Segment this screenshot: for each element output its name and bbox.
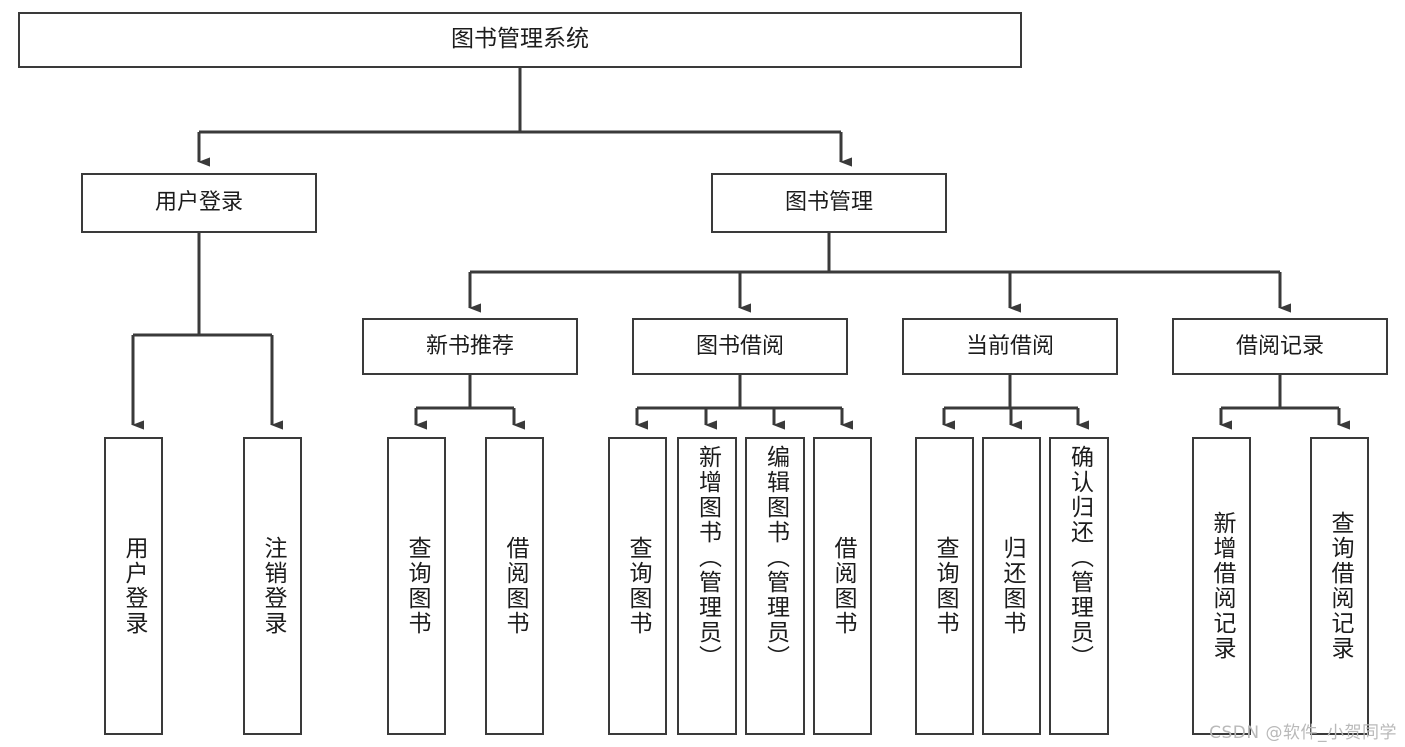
leaf-query-record-label: 查询借阅记录	[1327, 511, 1353, 661]
leaf-user-login-label: 用户登录	[121, 536, 147, 636]
leaf-query-book-3-label: 查询图书	[932, 536, 958, 636]
leaf-return-book-label: 归还图书	[999, 536, 1025, 636]
node-borrow-record-label: 借阅记录	[1235, 333, 1324, 359]
leaf-return-book[interactable]: 归还图书	[982, 437, 1041, 735]
node-user-login[interactable]: 用户登录	[81, 173, 317, 233]
leaf-add-record[interactable]: 新增借阅记录	[1192, 437, 1251, 735]
node-current-borrow-label: 当前借阅	[965, 333, 1054, 359]
node-new-book-recommend[interactable]: 新书推荐	[362, 318, 578, 375]
leaf-query-book-2-label: 查询图书	[625, 536, 651, 636]
node-book-manage-label: 图书管理	[784, 190, 873, 216]
leaf-query-book-1[interactable]: 查询图书	[387, 437, 446, 735]
node-root-label: 图书管理系统	[451, 26, 589, 53]
leaf-add-book[interactable]: 新增图书（管理员）	[677, 437, 737, 735]
node-borrow-record[interactable]: 借阅记录	[1172, 318, 1388, 375]
node-current-borrow[interactable]: 当前借阅	[902, 318, 1118, 375]
leaf-query-book-3[interactable]: 查询图书	[915, 437, 974, 735]
leaf-query-book-1-label: 查询图书	[404, 536, 430, 636]
leaf-edit-book[interactable]: 编辑图书（管理员）	[745, 437, 805, 735]
leaf-borrow-book-1[interactable]: 借阅图书	[485, 437, 544, 735]
leaf-query-book-2[interactable]: 查询图书	[608, 437, 667, 735]
node-book-borrow-label: 图书借阅	[695, 333, 784, 359]
leaf-add-book-label: 新增图书（管理员）	[694, 445, 721, 670]
node-root[interactable]: 图书管理系统	[18, 12, 1022, 68]
leaf-add-record-label: 新增借阅记录	[1209, 511, 1235, 661]
node-book-manage[interactable]: 图书管理	[711, 173, 947, 233]
leaf-logout-login-label: 注销登录	[260, 536, 286, 636]
node-book-borrow[interactable]: 图书借阅	[632, 318, 848, 375]
node-new-book-recommend-label: 新书推荐	[425, 333, 514, 359]
leaf-borrow-book-2[interactable]: 借阅图书	[813, 437, 872, 735]
leaf-confirm-return-label: 确认归还（管理员）	[1066, 445, 1093, 670]
leaf-edit-book-label: 编辑图书（管理员）	[762, 445, 789, 670]
leaf-confirm-return[interactable]: 确认归还（管理员）	[1049, 437, 1109, 735]
leaf-borrow-book-1-label: 借阅图书	[502, 536, 528, 636]
leaf-user-login[interactable]: 用户登录	[104, 437, 163, 735]
leaf-borrow-book-2-label: 借阅图书	[830, 536, 856, 636]
node-user-login-label: 用户登录	[154, 190, 243, 216]
watermark-text: CSDN @软件_小贺同学	[1209, 723, 1397, 743]
leaf-query-record[interactable]: 查询借阅记录	[1310, 437, 1369, 735]
leaf-logout-login[interactable]: 注销登录	[243, 437, 302, 735]
